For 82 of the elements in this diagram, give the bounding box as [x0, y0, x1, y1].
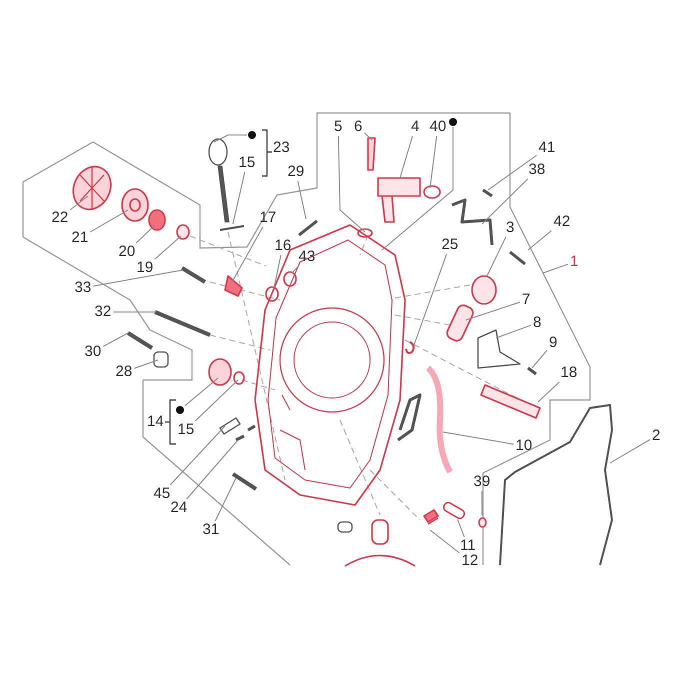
callout-number: 41	[538, 140, 556, 156]
callout-number: 19	[136, 260, 154, 276]
leader-line	[338, 136, 366, 232]
callout-number: 15	[238, 155, 256, 171]
leader-line	[496, 324, 532, 338]
callout-number: 2	[651, 428, 662, 444]
leader-line	[102, 332, 128, 347]
gauge-end-bar	[219, 225, 245, 231]
leader-line	[528, 230, 552, 250]
leader-line	[466, 302, 520, 320]
callout-number: 14	[146, 414, 165, 430]
leader-line	[134, 360, 158, 369]
callout-number: 32	[94, 304, 112, 320]
leader-line	[442, 432, 514, 445]
leader-line	[364, 132, 372, 140]
callout-number: 33	[74, 280, 92, 296]
callout-number: 17	[258, 210, 278, 226]
callout-number: 15	[176, 422, 196, 438]
leader-line	[232, 226, 264, 282]
callout-number: 39	[472, 474, 492, 490]
leader-line	[154, 236, 182, 260]
callout-dot	[176, 406, 184, 414]
callout-number: 24	[170, 500, 188, 516]
leader-line	[430, 136, 438, 188]
callout-number: 12	[460, 553, 480, 569]
callout-number: 25	[440, 237, 460, 253]
leader-line	[400, 136, 413, 178]
leader-line	[194, 380, 238, 422]
callout-number: 5	[333, 119, 344, 135]
callout-number: 18	[560, 365, 578, 381]
leader-line	[488, 154, 537, 190]
sleeve	[442, 502, 466, 518]
leader-line	[170, 426, 226, 486]
callout-number: 31	[202, 522, 220, 538]
leader-line	[414, 254, 448, 346]
callout-number: 21	[70, 230, 90, 246]
callout-number: 29	[286, 164, 306, 180]
leader-line	[92, 270, 184, 287]
leader-line	[184, 378, 218, 406]
leader-line	[382, 126, 454, 250]
callout-number: 40	[428, 119, 448, 135]
leader-line	[232, 172, 246, 224]
leader-line	[70, 196, 88, 210]
callout-dot	[449, 118, 457, 126]
callout-number: 6	[353, 119, 364, 135]
leader-line	[482, 178, 528, 224]
leader-line	[214, 134, 248, 142]
leader-line	[610, 439, 650, 464]
callout-number: 38	[528, 162, 546, 178]
callout-number: 10	[514, 438, 534, 454]
leader-line	[532, 350, 548, 368]
callout-number: 7	[521, 292, 532, 308]
callout-number: 8	[532, 315, 542, 331]
leader-line	[481, 490, 482, 516]
callout-number: 11	[459, 538, 477, 554]
leader-line	[186, 440, 238, 500]
callout-number: 45	[152, 486, 172, 502]
leader-line	[274, 254, 282, 288]
leader-line	[297, 180, 306, 220]
callout-number: 16	[274, 238, 292, 254]
leader-line	[214, 478, 236, 522]
leader-line	[90, 210, 128, 232]
callout-number: 9	[548, 335, 558, 351]
callout-dot	[248, 131, 256, 139]
callout-number: 23	[272, 140, 291, 156]
callout-number: 4	[410, 119, 420, 135]
leader-line	[486, 236, 506, 276]
washer	[478, 516, 486, 528]
callout-number: 22	[50, 210, 70, 226]
leader-line	[136, 226, 154, 244]
leader-line	[292, 266, 299, 274]
leader-line	[542, 264, 568, 274]
callout-number: 20	[118, 244, 136, 260]
callout-number: 42	[552, 214, 572, 230]
bolt	[298, 220, 318, 236]
callout-number: 30	[84, 344, 102, 360]
callout-number: 3	[505, 220, 516, 236]
leader-line	[430, 530, 460, 554]
callout-number: 28	[114, 364, 134, 380]
leader-line	[457, 519, 465, 538]
leader-line	[538, 382, 560, 402]
callout-number: 1	[569, 254, 580, 270]
